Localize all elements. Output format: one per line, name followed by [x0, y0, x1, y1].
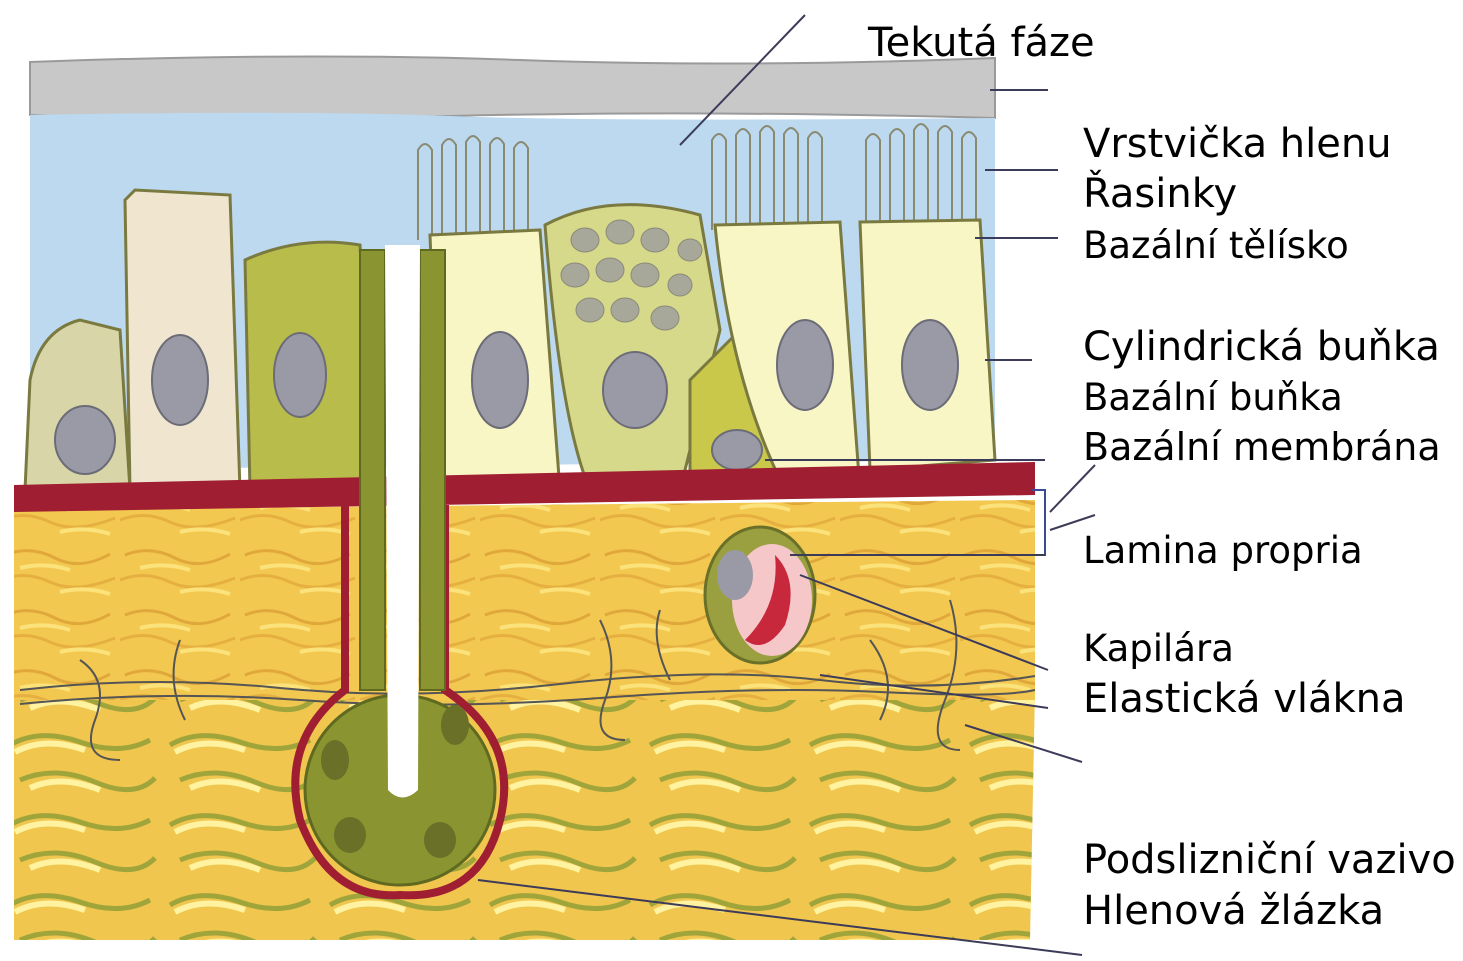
label-bazalni-telisko: Bazální tělísko [1083, 224, 1349, 267]
label-bazalni-membrana: Bazální membrána [1083, 425, 1441, 469]
label-hlenova-zlazka: Hlenová žlázka [1083, 888, 1384, 934]
label-podslizmicni-vazivo: Podslizniční vazivo [1083, 837, 1456, 883]
submucosa-layer [14, 690, 1035, 940]
gland-lumen [385, 245, 420, 798]
label-kapilara: Kapilára [1083, 627, 1234, 670]
label-elasticka-vlakna: Elastická vlákna [1083, 676, 1406, 722]
lamina-propria-layer [14, 500, 1035, 700]
label-lamina-propria: Lamina propria [1083, 529, 1363, 572]
mucus-layer [30, 56, 995, 118]
label-bazalni-bunka: Bazální buňka [1083, 376, 1343, 419]
label-vrstvicka-hlenu: Vrstvička hlenu [1083, 121, 1392, 167]
label-rasinky: Řasinky [1083, 169, 1237, 217]
capillary [705, 527, 815, 663]
label-tekuta-faze: Tekutá fáze [867, 20, 1095, 66]
label-cylindricka-bunka: Cylindrická buňka [1083, 324, 1440, 370]
